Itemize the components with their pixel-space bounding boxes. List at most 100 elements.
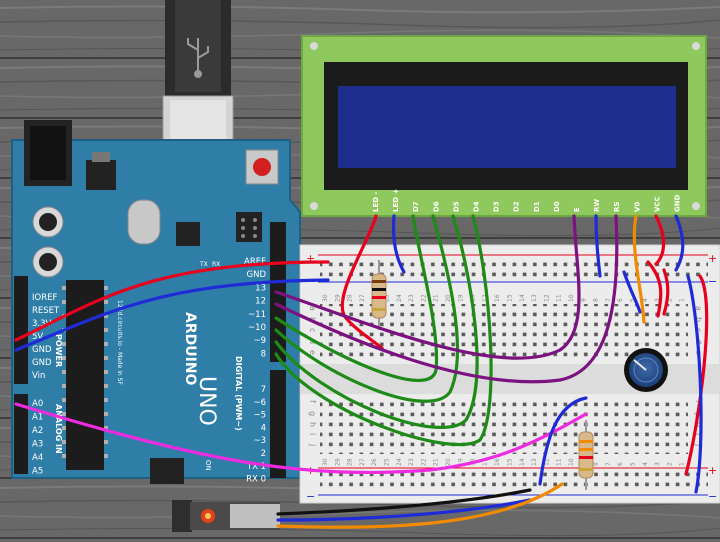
column-number: 21: [433, 458, 440, 466]
analog-pin-label: A3: [32, 440, 43, 450]
column-number: 10: [568, 294, 575, 302]
row-letter: c: [694, 328, 703, 332]
on-label: ON: [204, 460, 212, 471]
potentiometer-knob[interactable]: [624, 348, 668, 392]
wire-gnd-lcd-blue: [674, 214, 685, 272]
rail-minus-top-right: −: [708, 275, 717, 288]
wire-rail-blue-right: [686, 274, 703, 494]
power-pin-label: GND: [32, 345, 52, 355]
column-number: 5: [630, 298, 637, 302]
column-number: 6: [617, 462, 624, 466]
wire-sensor-blue: [276, 498, 532, 522]
credit-label: 123d.circuits.io - Made in SF: [116, 300, 123, 385]
column-number: 24: [396, 458, 403, 466]
column-number: 19: [457, 458, 464, 466]
lcd-pin-label: RS: [613, 202, 621, 212]
column-number: 7: [605, 298, 612, 302]
rail-minus-bottom-left: −: [306, 490, 315, 503]
microcontroller-chip: [62, 280, 108, 470]
lcd-pin-label: D2: [513, 201, 521, 212]
power-label: POWER: [54, 334, 63, 367]
digital-pin-label: TX 1: [246, 462, 266, 472]
capacitor: [32, 246, 64, 278]
column-number: 12: [543, 294, 550, 302]
row-letter: c: [308, 328, 317, 332]
lcd-pin-label: V0: [633, 202, 641, 212]
power-pin-label: Vin: [32, 371, 45, 381]
rail-plus-bottom-right: +: [708, 464, 717, 477]
column-number: 13: [531, 458, 538, 466]
lcd-pin-label: VCC: [653, 196, 661, 212]
row-letter: b: [694, 317, 703, 322]
lcd-pin-label: D6: [432, 201, 440, 212]
column-number: 24: [396, 294, 403, 302]
wire-d4-green: [274, 214, 493, 446]
temperature-sensor-probe: [172, 500, 280, 532]
lcd-pin-label: LED +: [392, 189, 400, 212]
row-letter: a: [694, 306, 703, 311]
column-number: 26: [371, 458, 378, 466]
column-number: 27: [359, 458, 366, 466]
column-number: 20: [445, 458, 452, 466]
analog-in-label: ANALOG IN: [54, 404, 63, 454]
digital-pin-label: ~10: [248, 323, 266, 333]
icsp-header: [236, 212, 262, 242]
resistor-bottom: [578, 420, 594, 490]
column-number: 2: [666, 462, 673, 466]
resistor-top: [371, 260, 387, 330]
column-number: 1: [679, 462, 686, 466]
wire-5v-red: [14, 260, 330, 342]
column-number: 5: [630, 462, 637, 466]
row-letter: i: [694, 433, 703, 435]
power-pin-label: 5V: [32, 332, 43, 342]
reset-button[interactable]: [245, 149, 279, 185]
column-number: 29: [334, 294, 341, 302]
power-header: [14, 276, 28, 384]
column-number: 17: [482, 294, 489, 302]
rail-minus-bottom-right: −: [708, 490, 717, 503]
column-number: 8: [593, 298, 600, 302]
row-letter: j: [694, 443, 703, 446]
usb-icon: [187, 38, 209, 78]
rail-plus-top-right: +: [708, 252, 717, 265]
digital-pin-label: 2: [261, 449, 266, 459]
column-number: 14: [519, 294, 526, 302]
analog-pin-label: A4: [32, 453, 43, 463]
wire-e-purple: [274, 214, 581, 360]
digital-pin-label: ~9: [253, 336, 266, 346]
wire-gnd-blue: [14, 278, 330, 352]
wire-d6-green: [274, 214, 460, 403]
lcd-pin-label: D5: [452, 201, 460, 212]
lcd-screen: [338, 86, 676, 168]
column-number: 1: [679, 298, 686, 302]
arduino-brand-label: ARDUINO: [182, 312, 198, 386]
analog-pin-label: A2: [32, 426, 43, 436]
analog-pin-label: A5: [32, 467, 43, 477]
column-number: 11: [556, 294, 563, 302]
wire-sensor-black: [276, 488, 532, 516]
crystal-oscillator: [127, 199, 161, 245]
column-number: 15: [507, 294, 514, 302]
digital-pin-label: 4: [261, 423, 266, 433]
row-letter: i: [308, 433, 317, 435]
digital-header-bottom: [270, 370, 286, 478]
digital-pin-label: 12: [255, 297, 266, 307]
digital-pin-label: ~11: [248, 310, 266, 320]
column-number: 28: [347, 458, 354, 466]
digital-pin-label: ~6: [253, 398, 266, 408]
column-number: 3: [654, 462, 661, 466]
column-number: 4: [642, 298, 649, 302]
row-letter: e: [308, 350, 317, 355]
row-letter: g: [308, 411, 317, 416]
row-letter: a: [308, 306, 317, 311]
column-number: 21: [433, 294, 440, 302]
wire-sensor-orange: [276, 482, 564, 529]
digital-pin-label: 13: [255, 283, 266, 293]
row-letter: h: [694, 422, 703, 427]
arduino-uno-board: ARDUINO UNO 123d.circuits.io - Made in S…: [11, 120, 301, 485]
column-number: 25: [384, 458, 391, 466]
tx-led-label: TX: [199, 261, 208, 268]
